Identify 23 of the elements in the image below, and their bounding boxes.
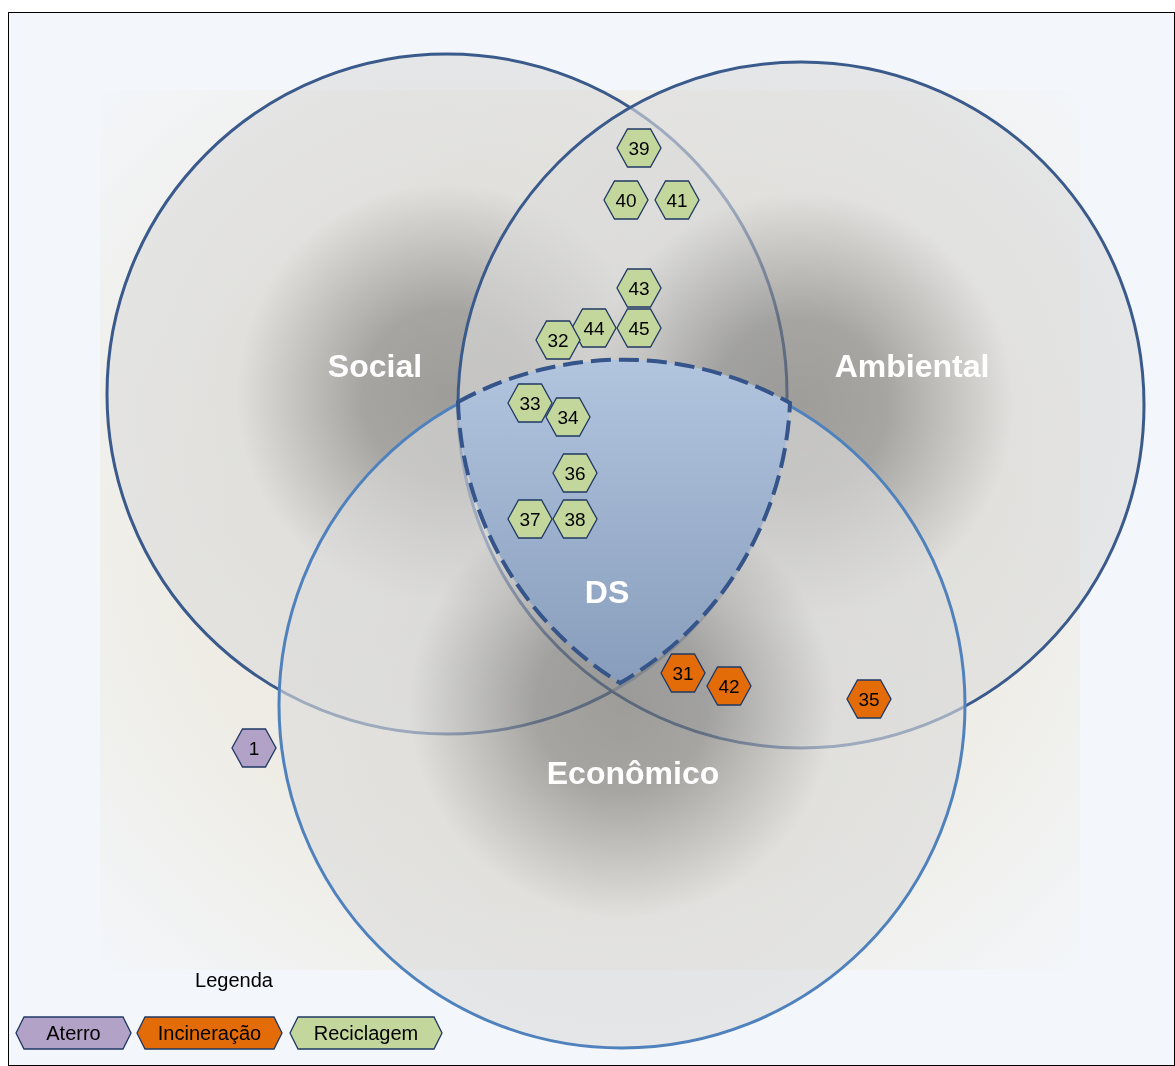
marker-number: 37 bbox=[519, 509, 541, 529]
marker-number: 44 bbox=[583, 318, 605, 338]
legend-text: Reciclagem bbox=[313, 1023, 419, 1043]
marker-number: 33 bbox=[519, 393, 541, 413]
legend-text: Aterro bbox=[46, 1023, 101, 1043]
marker-number: 38 bbox=[564, 509, 586, 529]
circle-label: Econômico bbox=[546, 757, 720, 789]
marker-number: 45 bbox=[628, 318, 650, 338]
legend-text: Incineração bbox=[157, 1023, 262, 1043]
marker-number: 36 bbox=[564, 463, 586, 483]
marker-number: 43 bbox=[628, 278, 650, 298]
marker-number: 31 bbox=[672, 663, 694, 683]
marker-number: 40 bbox=[615, 190, 637, 210]
marker-number: 1 bbox=[248, 738, 260, 758]
marker-number: 42 bbox=[718, 676, 740, 696]
circle-label: Ambiental bbox=[834, 350, 990, 382]
marker-number: 39 bbox=[628, 138, 650, 158]
marker-number: 35 bbox=[858, 689, 880, 709]
region-label: DS bbox=[584, 576, 630, 608]
marker-number: 32 bbox=[547, 330, 569, 350]
circle-label: Social bbox=[327, 350, 423, 382]
marker-number: 41 bbox=[666, 190, 688, 210]
marker-number: 34 bbox=[557, 407, 579, 427]
